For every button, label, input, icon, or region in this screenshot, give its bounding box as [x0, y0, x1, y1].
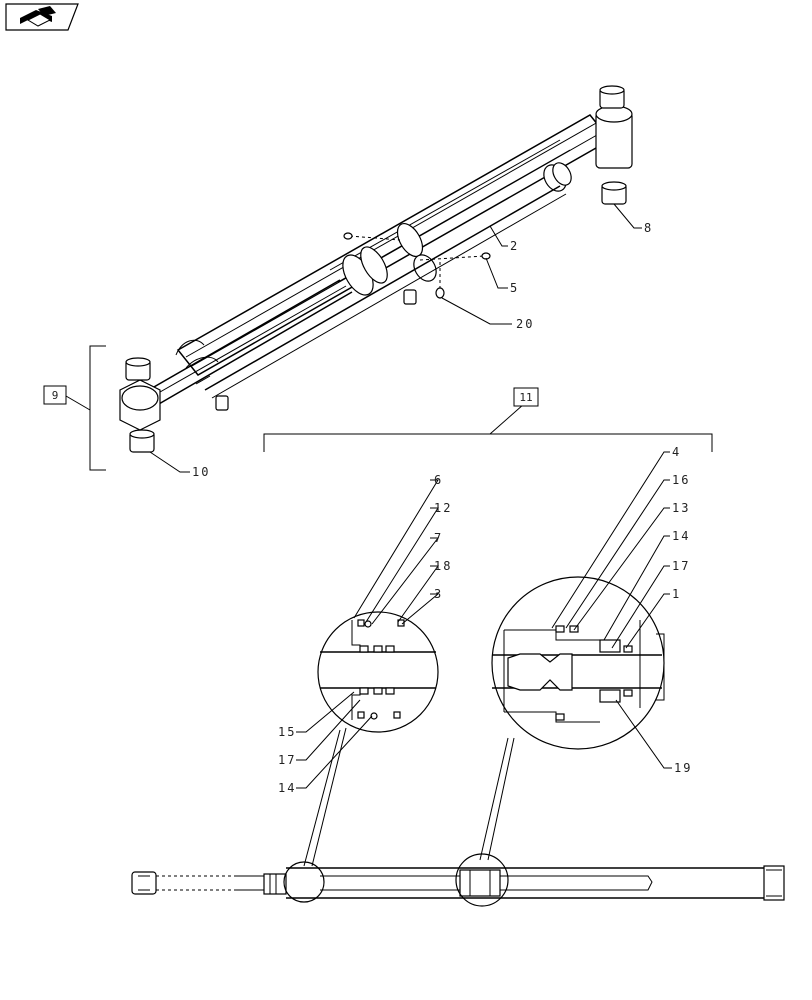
- callout-box-9[interactable]: 9: [43, 385, 67, 405]
- callout-12: 12: [434, 501, 452, 515]
- open-book-arrow-icon: [20, 6, 56, 27]
- callout-17-right: 17: [672, 559, 690, 573]
- callout-3: 3: [434, 587, 443, 601]
- cylinder-assembly-view: [119, 85, 633, 453]
- callout-10: 10: [192, 465, 210, 479]
- callout-7: 7: [434, 531, 443, 545]
- callout-2: 2: [510, 239, 519, 253]
- callout-8: 8: [644, 221, 653, 235]
- callout-18: 18: [434, 559, 452, 573]
- barrel-end-eye: [595, 85, 633, 205]
- callout-14-left: 14: [278, 781, 296, 795]
- detail-circle-right: [491, 576, 665, 750]
- callout-1: 1: [672, 587, 681, 601]
- callout-20: 20: [516, 317, 534, 331]
- callout-13: 13: [672, 501, 690, 515]
- callout-6: 6: [434, 473, 443, 487]
- callout-19: 19: [674, 761, 692, 775]
- callout-4: 4: [672, 445, 681, 459]
- nav-back-button[interactable]: [5, 3, 79, 31]
- rod-exploded-view: [131, 853, 785, 907]
- callout-17-left: 17: [278, 753, 296, 767]
- rod-end-eye: [119, 357, 161, 453]
- svg-text:11: 11: [519, 391, 532, 404]
- callout-14-right: 14: [672, 529, 690, 543]
- callout-box-11[interactable]: 11: [513, 387, 539, 407]
- detail-circle-left: [317, 611, 439, 733]
- callout-15: 15: [278, 725, 296, 739]
- callout-5: 5: [510, 281, 519, 295]
- svg-text:9: 9: [52, 389, 59, 402]
- callout-16: 16: [672, 473, 690, 487]
